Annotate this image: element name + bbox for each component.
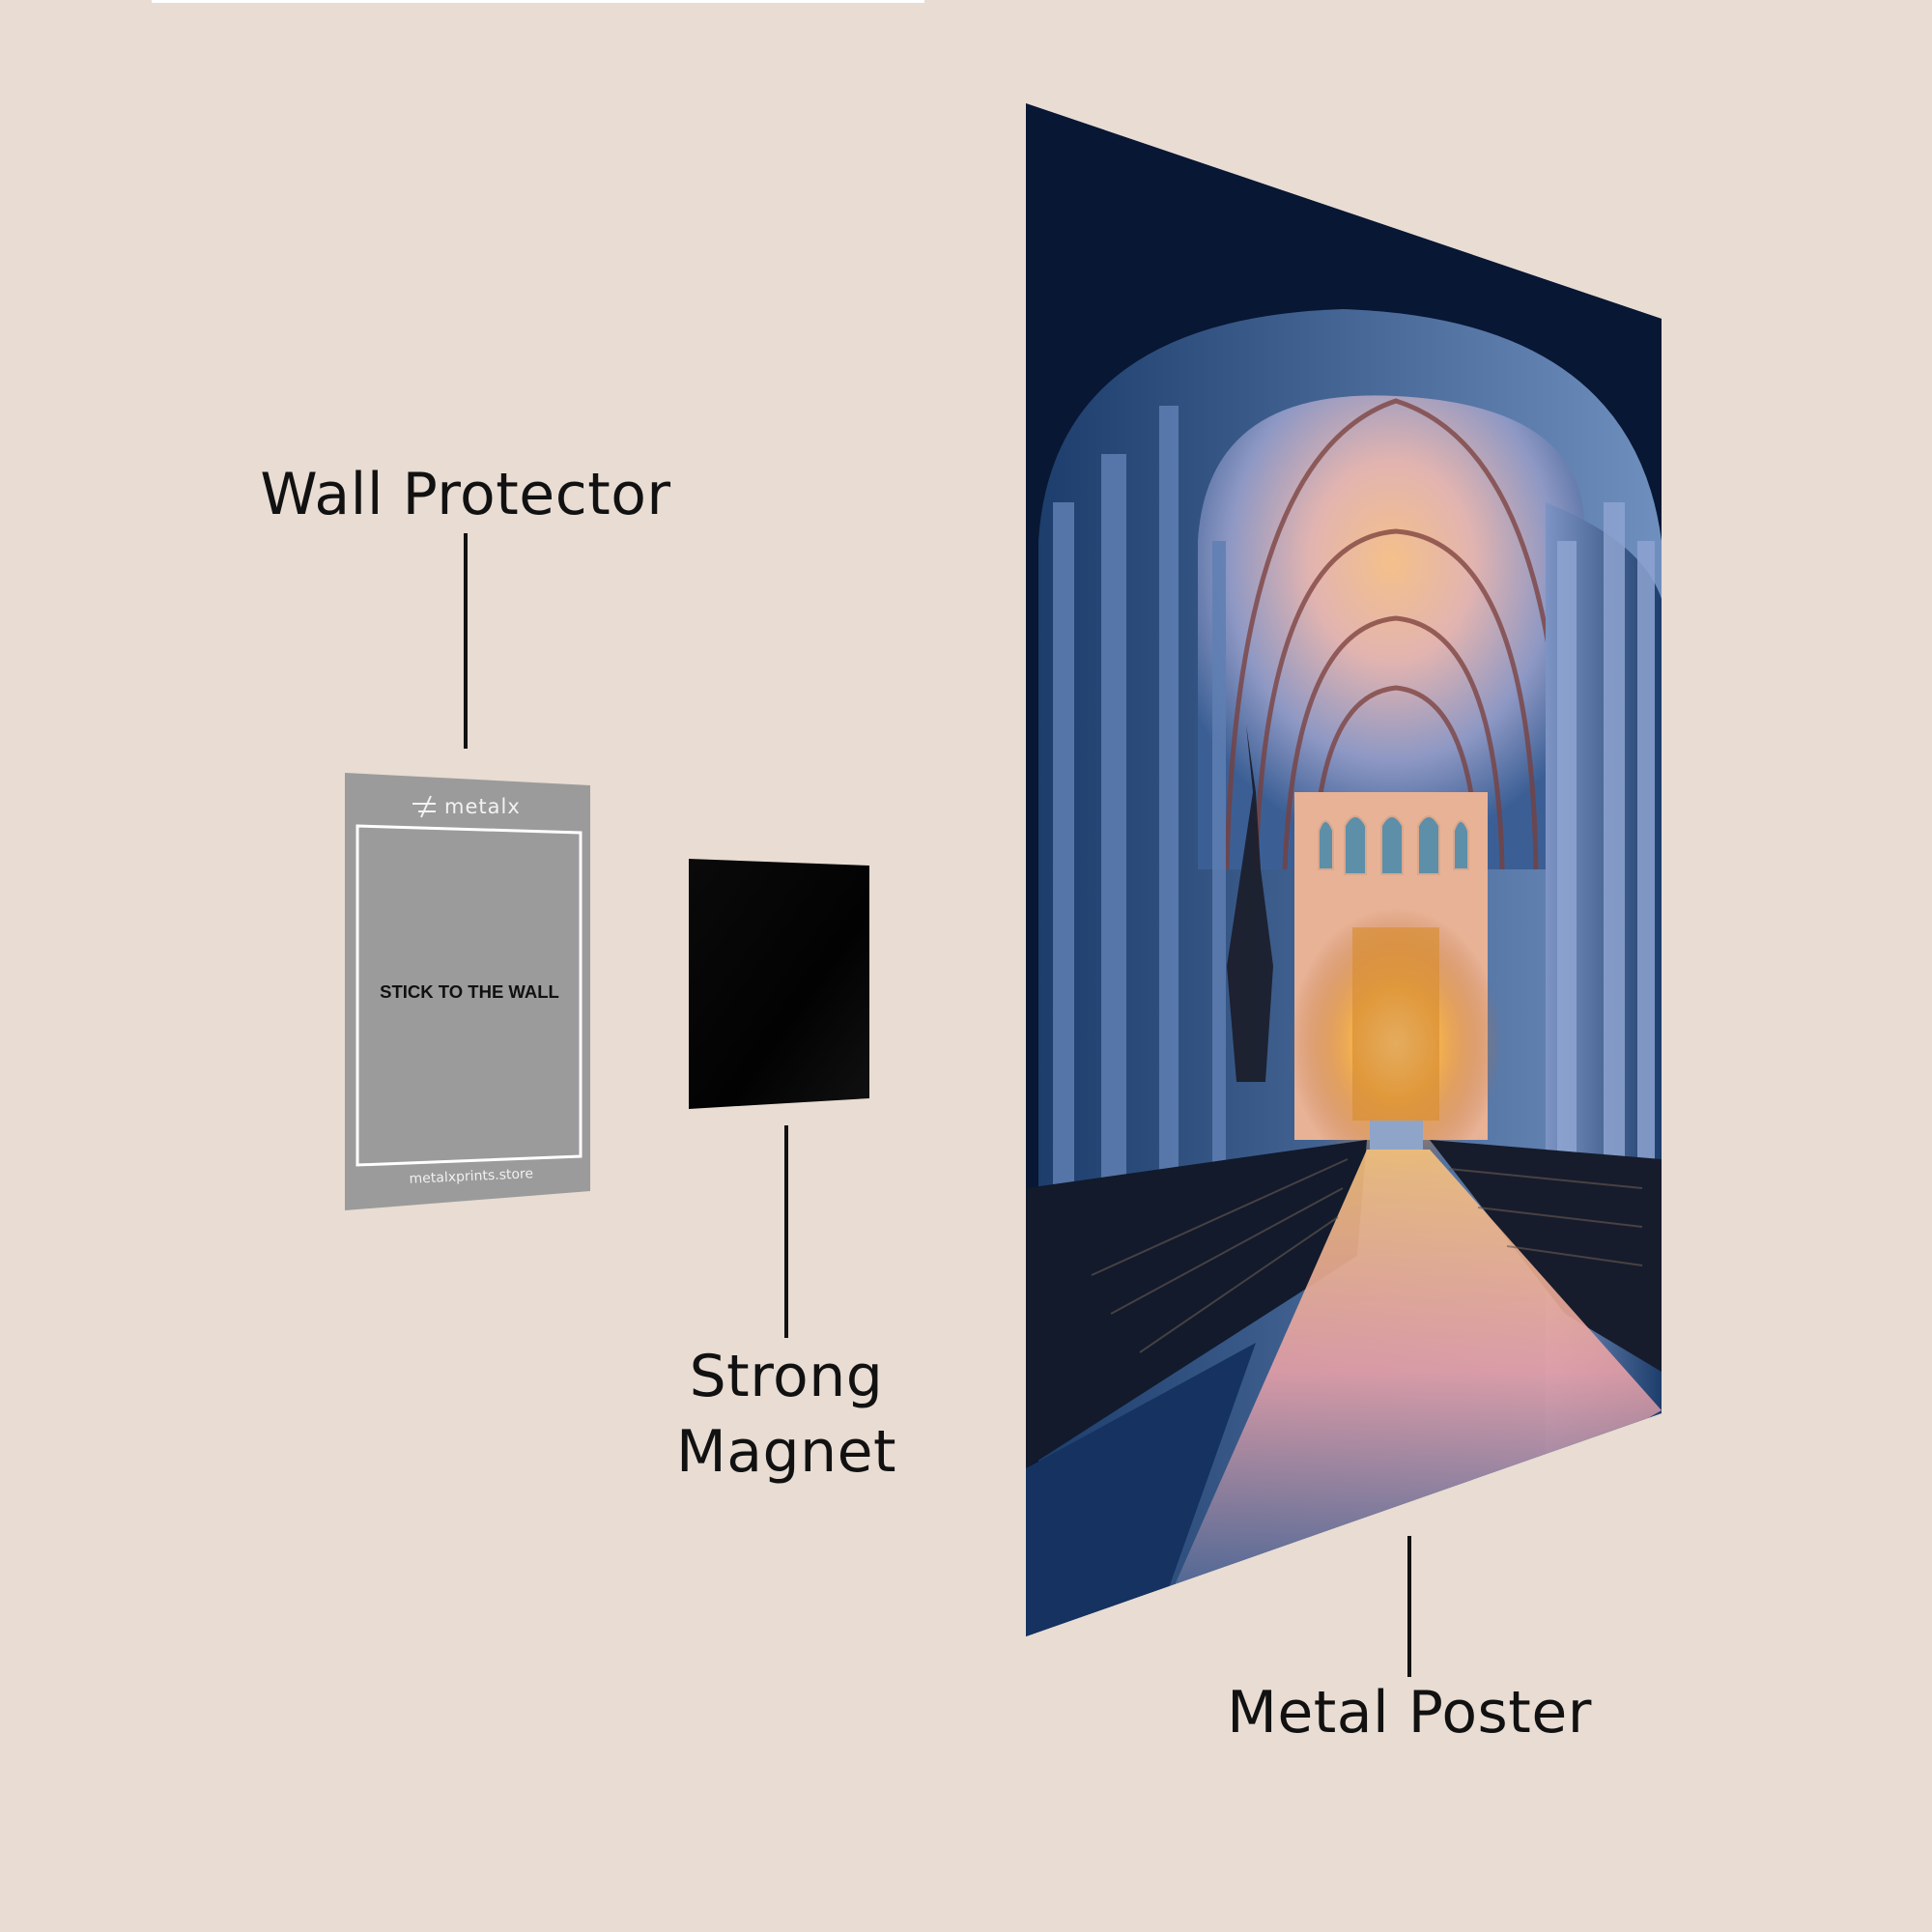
strong-magnet-plate — [689, 859, 869, 1109]
wall-protector-card: metalx STICK TO THE WALL metalxprints.st… — [345, 773, 590, 1210]
metal-poster — [1026, 103, 1662, 1636]
wall-protector-connector-line — [464, 533, 468, 749]
top-edge-strip — [152, 0, 924, 3]
wall-protector-plate — [345, 773, 590, 1210]
wall-protector-label: Wall Protector — [260, 461, 671, 528]
wall-protector-brand: metalx — [444, 795, 521, 818]
wall-protector-instruction: STICK TO THE WALL — [380, 981, 559, 1002]
wall-protector-website: metalxprints.store — [409, 1166, 533, 1187]
strong-magnet-label-line2: Magnet — [675, 1418, 897, 1486]
metalx-logo-icon — [412, 795, 436, 818]
metal-poster-label: Metal Poster — [1227, 1679, 1592, 1747]
metal-poster-connector-line — [1407, 1536, 1411, 1677]
stained-glass-windows — [1318, 815, 1469, 875]
wall-protector-inner-border — [355, 824, 582, 1167]
strong-magnet-label: Strong Magnet — [593, 1339, 980, 1490]
strong-magnet-label-line1: Strong — [689, 1343, 884, 1410]
magnet-connector-line — [784, 1125, 788, 1338]
